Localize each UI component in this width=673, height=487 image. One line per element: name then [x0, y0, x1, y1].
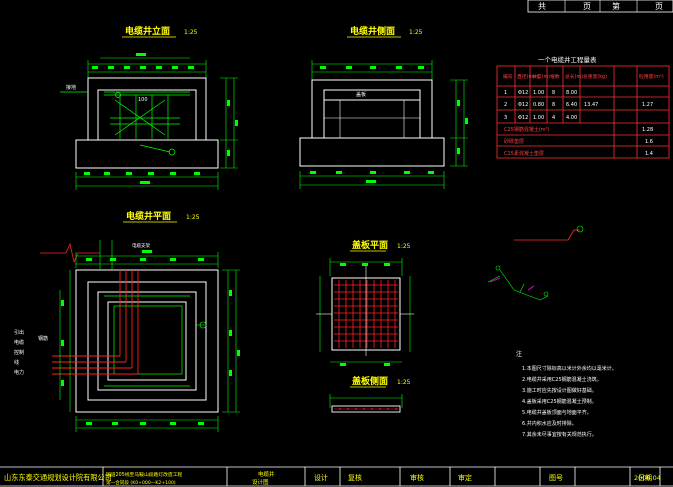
header-no-label: 第	[612, 1, 620, 11]
table-cell: 6.40	[566, 102, 577, 108]
plan-side-label: 电缆	[14, 339, 24, 346]
table-cell: 1.28	[642, 127, 653, 133]
table-cell: 8.00	[566, 90, 577, 96]
header-pages-label: 页	[583, 2, 591, 11]
table-cell: Φ12	[518, 102, 528, 108]
plan-side-label: 控制	[14, 349, 24, 356]
table-cell: 2	[504, 102, 507, 108]
table-cell: 4	[552, 115, 555, 121]
table-header-1: 直径(mm)	[517, 73, 540, 80]
project-name: 国道205线至马鞍山段路灯改造工程	[106, 471, 183, 478]
project-subtitle: 第一合同段 (K0+000—K2+100)	[106, 479, 176, 486]
note-item: 5.电缆井盖板顶面与地面平齐。	[522, 409, 592, 416]
note-item: 7.其余未尽事宜按有关规范执行。	[522, 431, 597, 438]
note-item: 6.井内积水应及时排除。	[522, 420, 577, 427]
approve-label: 审定	[458, 473, 472, 482]
note-item: 4.盖板采用C25钢筋混凝土预制。	[522, 398, 597, 405]
side-title: 电缆井侧面	[350, 25, 395, 37]
plan-view: 电缆井平面 1:25 电缆支架	[14, 210, 240, 432]
table-cell: 1.00	[533, 90, 544, 96]
quantity-table: 一个电缆井工程量表 编号 直径(mm) 长度(m) 根数 总长(m) 总重量(k…	[496, 55, 670, 159]
title-block: 山东东泰交通规划设计院有限公司 国道205线至马鞍山段路灯改造工程 第一合同段 …	[0, 466, 673, 487]
elevation-ground-label: 接地	[66, 84, 76, 91]
table-cell: 1.27	[642, 102, 653, 108]
table-cell: 13.47	[584, 102, 598, 108]
table-cell: 8	[552, 90, 555, 96]
plan-side-label: 线	[14, 359, 19, 366]
table-cell: 3	[504, 115, 507, 121]
table-cell: C25钢筋混凝土(m³)	[504, 126, 550, 133]
table-cell: 8	[552, 102, 555, 108]
table-header-6: 砼用量(m³)	[639, 73, 664, 80]
check-label: 复核	[348, 473, 362, 482]
design-label: 设计	[314, 473, 328, 482]
plan-rebar-label: 钢筋	[38, 335, 48, 342]
table-title: 一个电缆井工程量表	[538, 55, 597, 64]
table-cell: 砂砾垫层	[504, 138, 524, 145]
note-item: 2.电缆井采用C25钢筋混凝土浇筑。	[522, 376, 602, 383]
elevation-view: 电缆井立面 1:25	[60, 25, 238, 190]
side-scale: 1:25	[409, 29, 423, 36]
side-view: 电缆井侧面 1:25 盖板	[299, 25, 468, 189]
table-cell: 1.4	[645, 151, 653, 157]
side-cover-label: 盖板	[356, 91, 366, 98]
header-total-label: 共	[538, 2, 546, 11]
cover-section-scale: 1:25	[397, 379, 411, 386]
elevation-title: 电缆井立面	[125, 25, 170, 37]
table-cell: 1.00	[533, 115, 544, 121]
table-cell: 0.80	[533, 102, 544, 108]
table-header-4: 总长(m)	[565, 73, 583, 80]
table-cell: 4.00	[566, 115, 577, 121]
table-header-0: 编号	[503, 73, 513, 80]
cover-section-view: 盖板侧面 1:25	[329, 375, 411, 413]
table-header-3: 根数	[550, 73, 560, 80]
table-cell: Φ12	[518, 90, 528, 96]
table-cell: Φ12	[518, 115, 528, 121]
drawing-name-line1: 电缆井	[258, 470, 275, 478]
plan-title: 电缆井平面	[126, 210, 171, 222]
header-page-label: 页	[655, 2, 663, 11]
notes-block: 注 1.本图尺寸除标高以米计外余均以毫米计。 2.电缆井采用C25钢筋混凝土浇筑…	[516, 350, 617, 438]
cover-plan-scale: 1:25	[397, 243, 411, 250]
elevation-scale: 1:25	[184, 29, 198, 36]
drawing-name-line2: 设计图	[252, 478, 269, 486]
cover-section-title: 盖板侧面	[352, 375, 388, 387]
cover-plan-view: 盖板平面 1:25	[316, 239, 414, 366]
plan-bracket-label: 电缆支架	[132, 242, 150, 249]
date-label: 日期	[638, 474, 652, 482]
company-name: 山东东泰交通规划设计院有限公司	[4, 473, 112, 482]
notes-heading: 注	[516, 350, 522, 358]
date-value-display: 2006.04	[634, 474, 661, 482]
cover-plan-title: 盖板平面	[352, 239, 388, 251]
detail-symbols	[487, 225, 584, 301]
table-cell: C15素混凝土垫层	[504, 150, 544, 157]
table-cell: 1.6	[645, 139, 653, 145]
review-label: 审核	[410, 473, 424, 482]
drawing-no-label: 图号	[549, 474, 563, 482]
note-item: 3.施工时应先按设计图做好基础。	[522, 387, 597, 394]
elevation-mid-label: 100	[138, 97, 148, 103]
plan-side-label: 电力	[14, 369, 24, 376]
sheet-header: 共 页 第 页	[527, 0, 673, 13]
table-header-2: 长度(m)	[532, 73, 550, 80]
plan-side-label: 引出	[14, 329, 24, 336]
plan-scale: 1:25	[186, 214, 200, 221]
table-header-5: 总重量(kg)	[583, 73, 607, 80]
note-item: 1.本图尺寸除标高以米计外余均以毫米计。	[522, 365, 617, 372]
table-cell: 1	[504, 90, 507, 96]
